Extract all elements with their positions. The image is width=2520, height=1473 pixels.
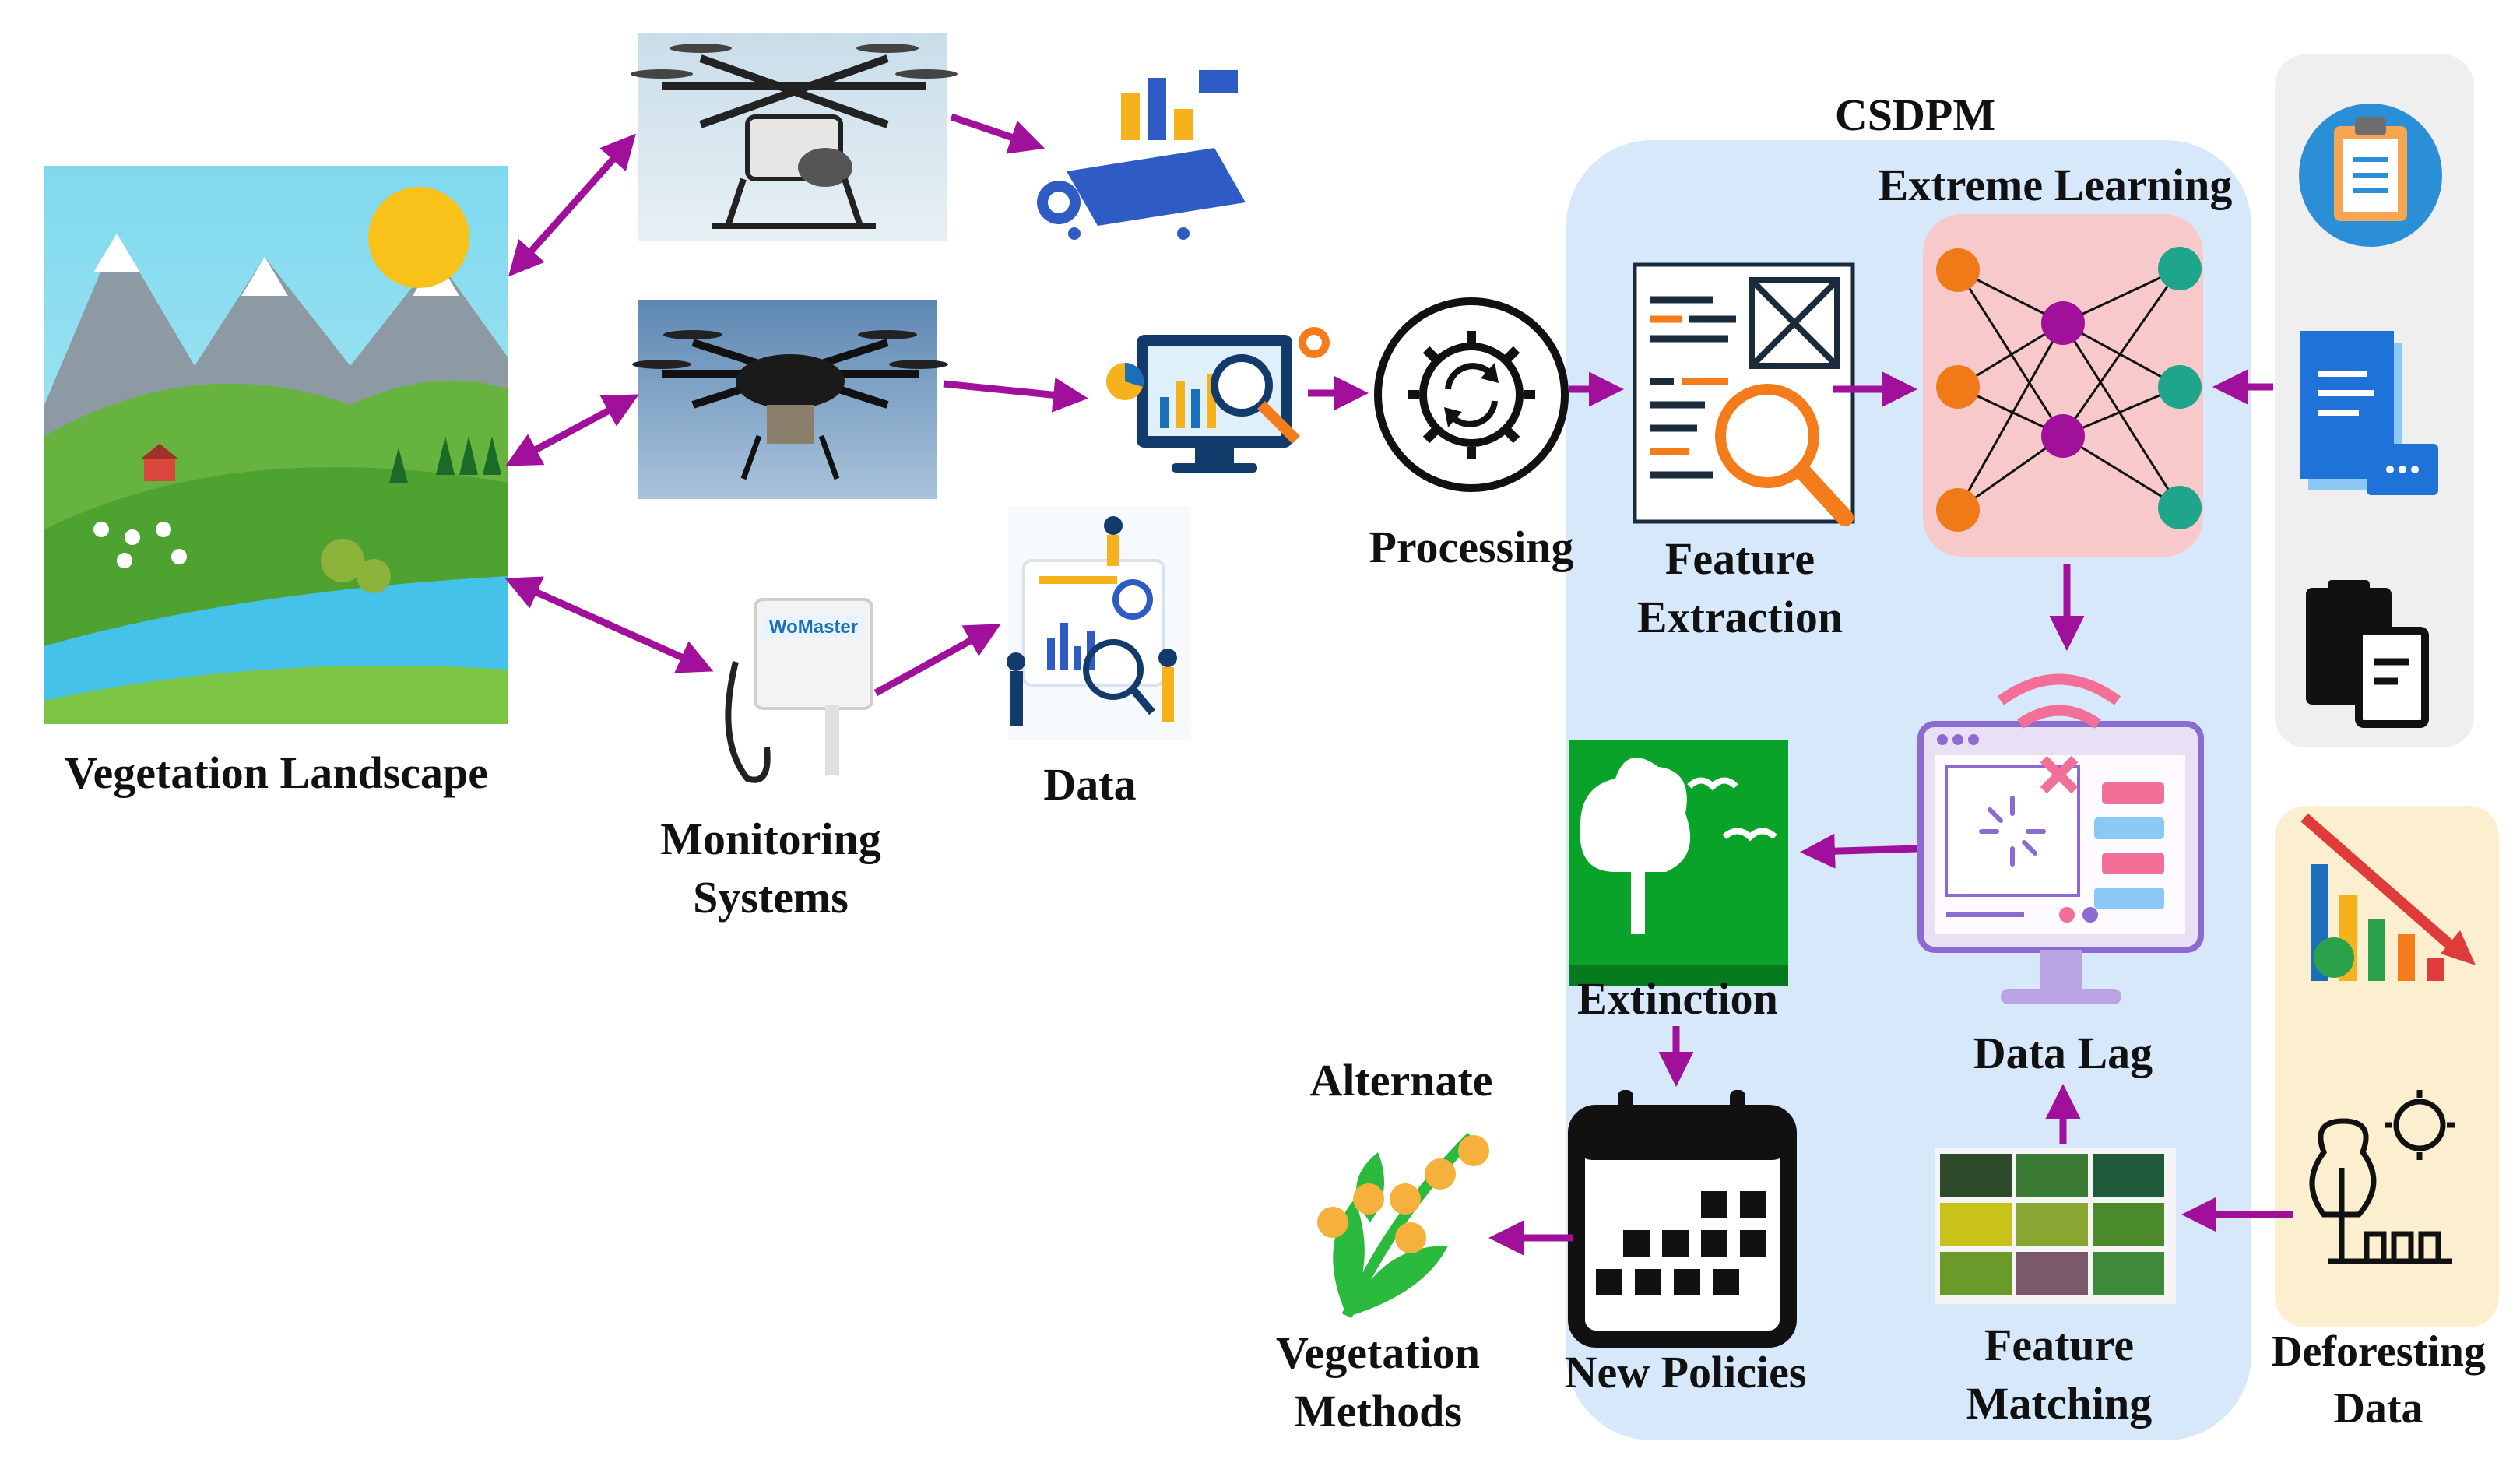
data-lag-monitor-icon <box>1917 673 2204 1004</box>
label-csdpm: CSDPM <box>1834 90 1996 140</box>
label-extinction: Extinction <box>1577 973 1778 1024</box>
label-processing: Processing <box>1369 522 1574 572</box>
processing-gear-icon <box>1374 297 1569 492</box>
feature-extraction-icon <box>1633 262 1855 526</box>
nn-hidden-node <box>2041 301 2085 345</box>
sensor-device-image: WoMaster <box>725 598 873 783</box>
plant-sprout-icon <box>1317 1133 1489 1318</box>
drone-image-top <box>631 33 958 241</box>
label-data: Data <box>1043 759 1137 810</box>
arrow-drone-top-analytics <box>950 113 1046 154</box>
neural-network-diagram <box>1936 247 2202 532</box>
label-vegetation-methods: Vegetation Methods <box>1275 1327 1481 1437</box>
label-vegetation-landscape: Vegetation Landscape <box>64 747 489 798</box>
neural-net-panel <box>1923 214 2203 557</box>
document-chat-icon <box>2300 331 2438 495</box>
deforested-land-icon <box>2309 1090 2455 1264</box>
nn-input-node <box>1936 488 1980 532</box>
sensor-brand-text: WoMaster <box>769 617 858 638</box>
label-monitoring-systems: Monitoring Systems <box>660 814 881 923</box>
label-data-lag: Data Lag <box>1973 1028 2153 1078</box>
calendar-icon <box>1568 1090 1797 1348</box>
nn-input-node <box>1936 365 1980 409</box>
arrow-sensor-data <box>873 624 1001 696</box>
arrow-landscape-drone-top <box>508 133 636 277</box>
label-extreme-learning: Extreme Learning <box>1878 160 2233 210</box>
data-dashboard-illustration <box>1007 506 1191 740</box>
label-feature-extraction: Feature Extraction <box>1636 533 1843 643</box>
label-feature-matching: Feature Matching <box>1966 1320 2153 1429</box>
extinction-tree-icon <box>1569 740 1788 986</box>
arrow-data-lag-extinction <box>1800 833 1917 869</box>
arrow-landscape-drone-middle <box>505 394 639 466</box>
analytics-illustration <box>1037 70 1246 240</box>
feature-matching-grid <box>1935 1148 2176 1304</box>
nn-input-node <box>1936 248 1980 292</box>
label-deforesting-data: Deforesting Data <box>2271 1327 2486 1433</box>
arrow-drone-middle-monitor <box>943 377 1088 413</box>
label-new-policies: New Policies <box>1564 1347 1807 1397</box>
drone-image-middle <box>632 300 948 499</box>
arrow-landscape-sensor <box>504 576 714 673</box>
monitor-analytics-icon <box>1106 327 1330 473</box>
nn-output-node <box>2158 247 2202 290</box>
paste-clipboard-icon <box>2306 580 2429 728</box>
clipboard-icon <box>2299 104 2442 247</box>
deforestation-chart-icon <box>2300 813 2476 981</box>
label-alternate: Alternate <box>1309 1055 1493 1106</box>
nn-output-node <box>2158 365 2202 409</box>
nn-output-node <box>2158 486 2202 529</box>
nn-hidden-node <box>2041 414 2085 458</box>
landscape-image <box>44 166 508 724</box>
